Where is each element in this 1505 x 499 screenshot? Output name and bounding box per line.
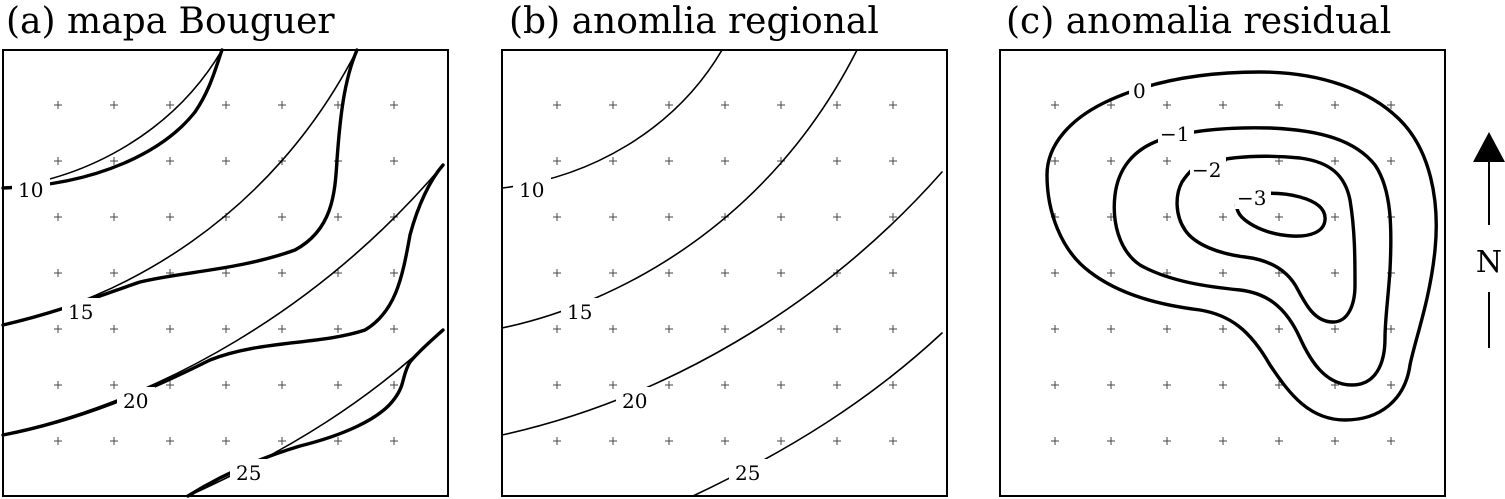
grid-c [1051, 101, 1395, 445]
regional-contour-15 [501, 49, 858, 329]
north-arrow-label: N [1476, 245, 1502, 280]
label-b-15: 15 [567, 300, 592, 324]
residual-contour-minus2 [1175, 154, 1357, 324]
panel-a-frame [2, 49, 449, 497]
panel-a-title: (a) mapa Bouguer [6, 1, 335, 42]
panel-c-frame [999, 49, 1446, 497]
label-c-minus1: −1 [1160, 122, 1189, 146]
label-a-15: 15 [68, 300, 93, 324]
regional-contour-15 [2, 49, 358, 326]
label-b-25: 25 [735, 461, 760, 485]
grid-a [54, 101, 398, 445]
north-arrow-head-icon [1473, 132, 1505, 162]
north-arrow: N [1473, 132, 1505, 348]
panel-a: (a) mapa Bouguer 10 15 20 25 [1, 1, 449, 498]
residual-contour-minus1 [1112, 126, 1393, 387]
bouguer-contour-10 [1, 48, 224, 190]
panel-b: (b) anomlia regional 10 15 20 25 [501, 1, 948, 497]
label-a-20: 20 [123, 389, 148, 413]
regional-contour-20 [501, 171, 943, 436]
grid-b [553, 101, 897, 445]
panel-c-title: (c) anomalia residual [1006, 1, 1391, 42]
label-a-25: 25 [236, 461, 261, 485]
residual-contour-0 [1045, 70, 1438, 422]
regional-contour-10 [501, 49, 723, 189]
label-c-minus3: −3 [1237, 186, 1266, 210]
residual-contour-minus3 [1234, 191, 1327, 238]
label-c-0: 0 [1133, 79, 1146, 103]
label-a-10: 10 [18, 178, 43, 202]
panel-c: (c) anomalia residual 0 −1 −2 −3 [999, 1, 1446, 497]
label-c-minus2: −2 [1192, 158, 1221, 182]
panel-b-title: (b) anomlia regional [509, 1, 879, 42]
label-b-10: 10 [519, 178, 544, 202]
bouguer-contour-15 [1, 48, 359, 327]
label-b-20: 20 [622, 389, 647, 413]
panel-b-frame [501, 49, 948, 497]
